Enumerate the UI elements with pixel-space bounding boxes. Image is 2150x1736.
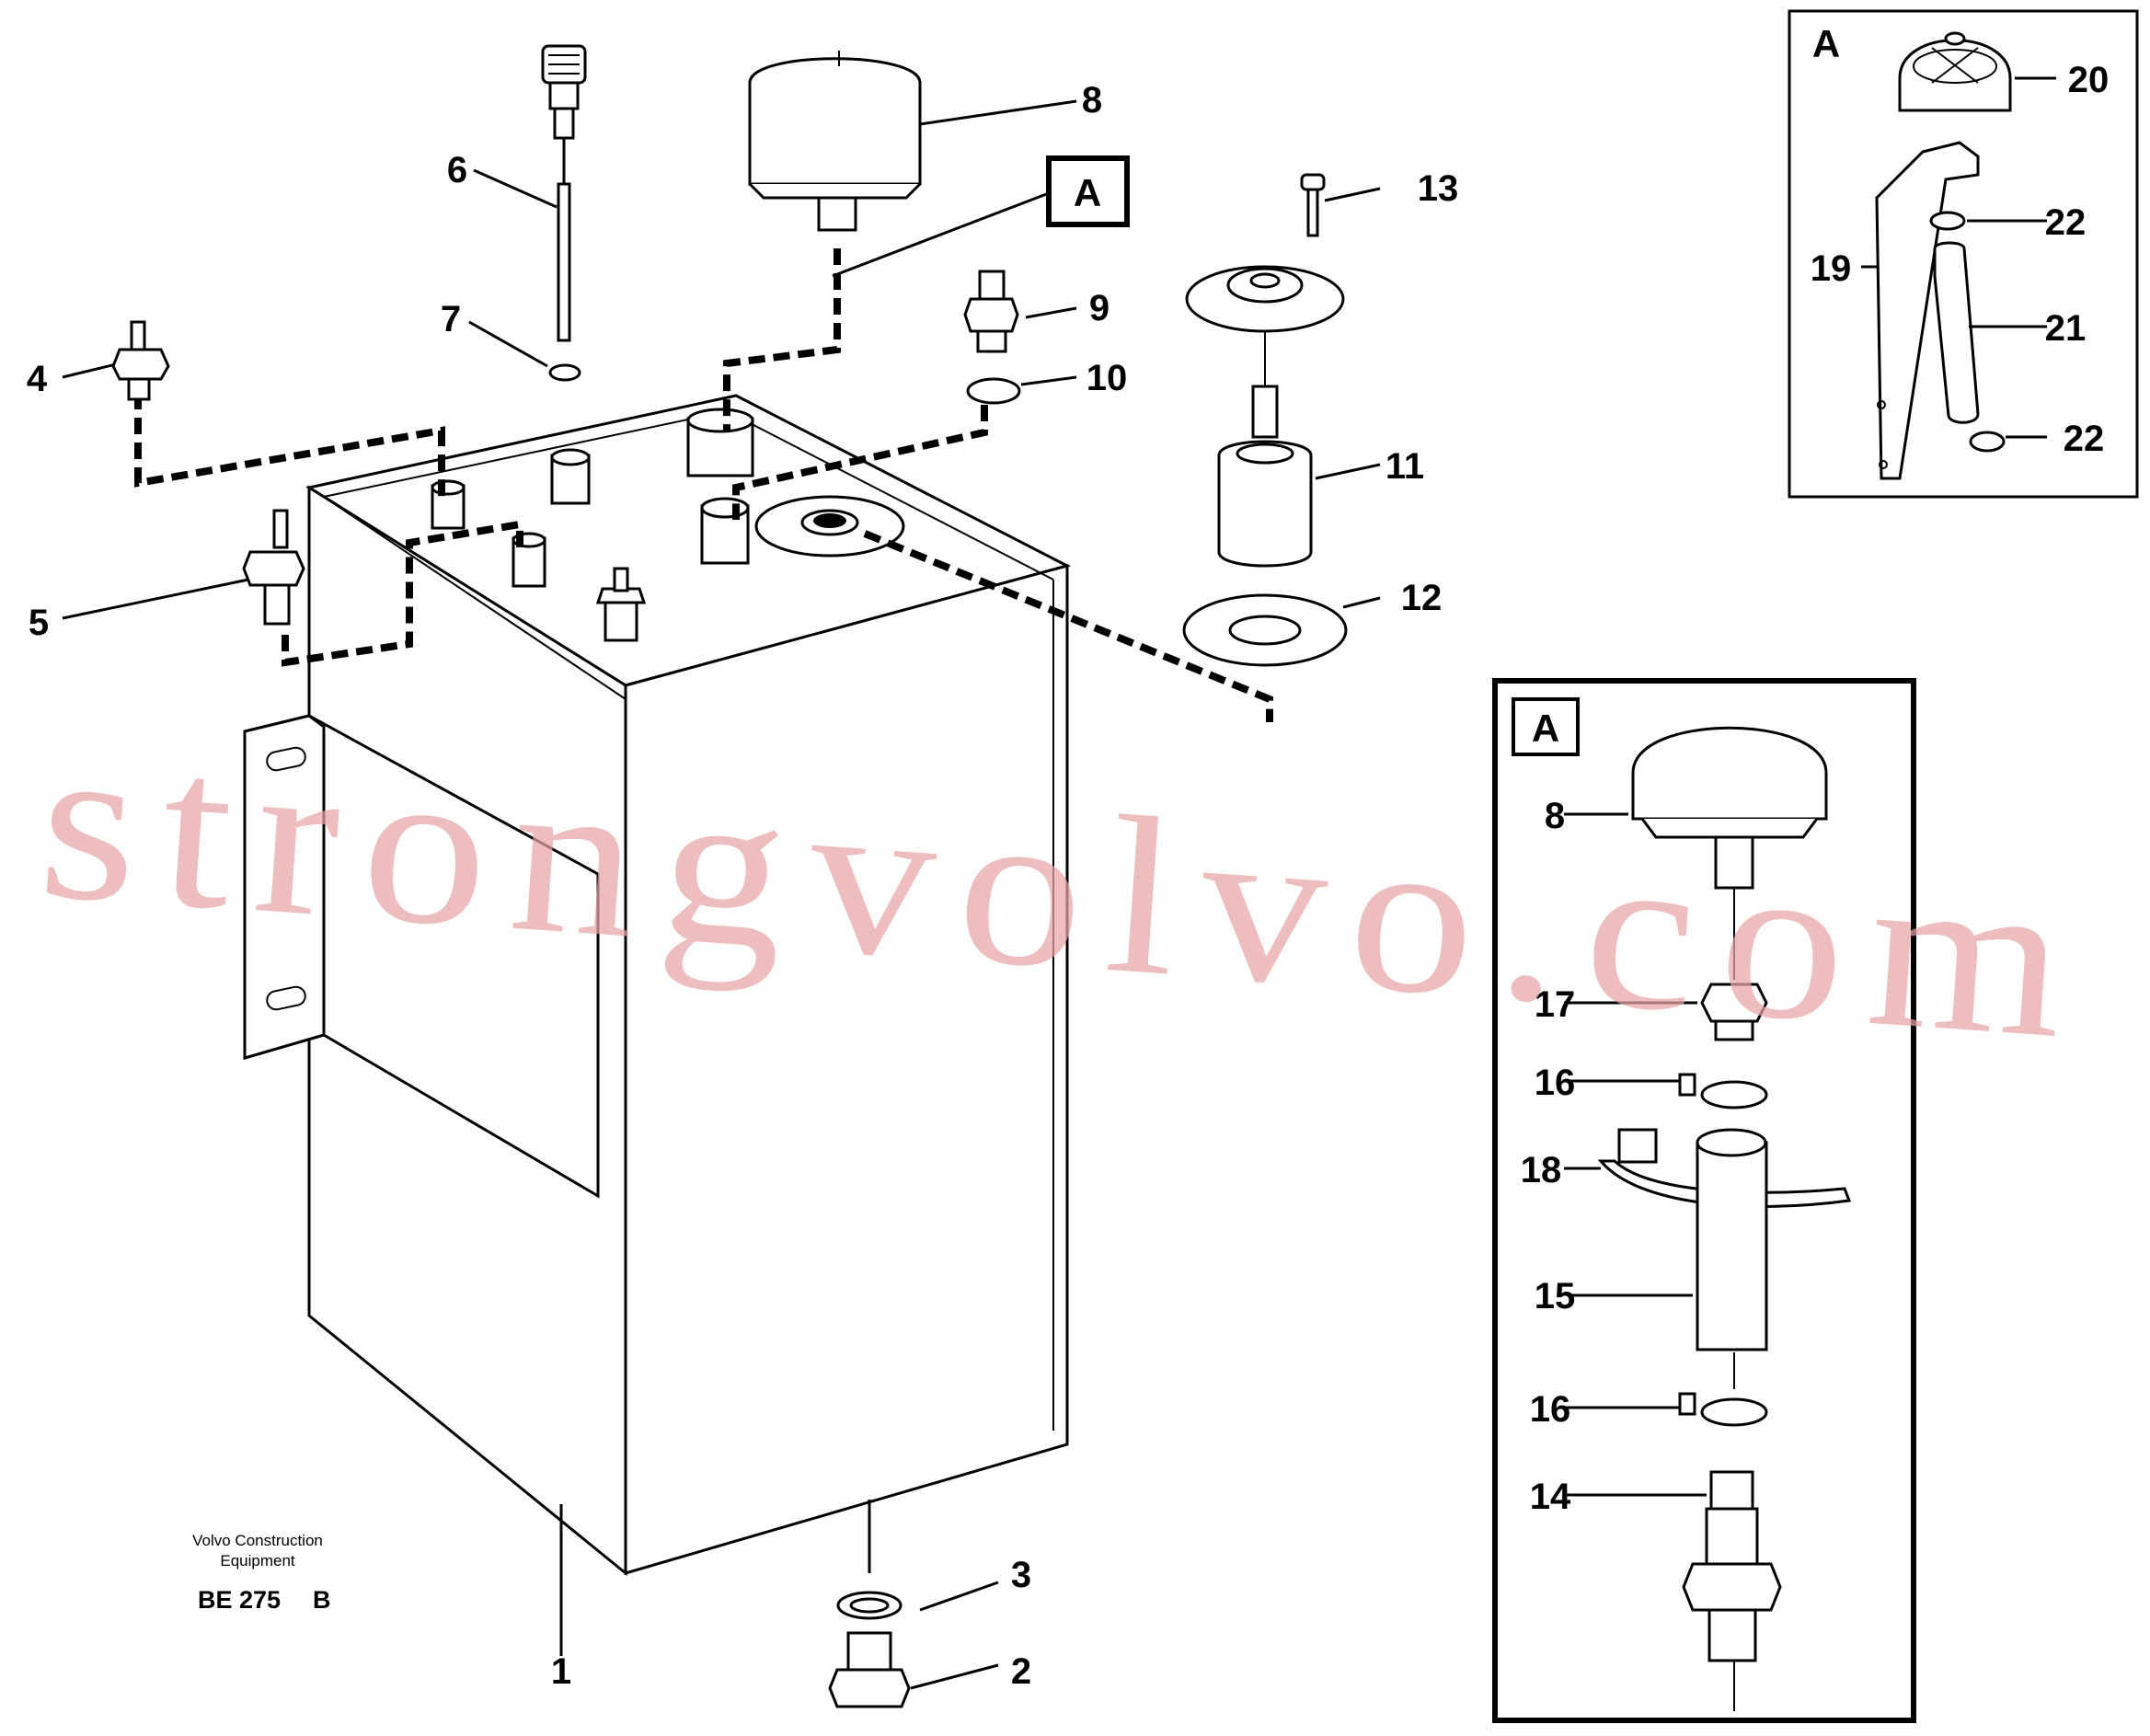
part-4-fitting xyxy=(111,320,170,401)
detail-box-top: A 19 20 21 22 22 xyxy=(1788,9,2139,499)
part-13-screw xyxy=(1300,173,1326,237)
mounting-bracket xyxy=(243,714,600,1199)
callout-16-bottom: 16 xyxy=(1530,1389,1571,1430)
credit-line-2: Equipment xyxy=(220,1552,295,1569)
callout-14: 14 xyxy=(1530,1477,1571,1517)
callout-11: 11 xyxy=(1385,446,1424,487)
callout-10: 10 xyxy=(1086,358,1128,398)
callout-9: 9 xyxy=(1089,288,1109,328)
callout-21: 21 xyxy=(2045,308,2087,349)
callout-19: 19 xyxy=(1811,248,1852,289)
part-10-washer xyxy=(966,377,1021,405)
part-3-washer xyxy=(836,1591,903,1620)
callout-20: 20 xyxy=(2068,60,2110,100)
part-8-breather-cap xyxy=(748,51,922,232)
callout-17: 17 xyxy=(1535,984,1576,1025)
drawing-revision: B xyxy=(313,1586,331,1614)
callout-7: 7 xyxy=(441,299,461,339)
detail-right-label: A xyxy=(1532,707,1559,750)
callout-2: 2 xyxy=(1011,1651,1031,1692)
leader-lines xyxy=(62,99,1381,1690)
callout-18: 18 xyxy=(1521,1150,1562,1190)
callout-numbers: 1 2 3 4 5 6 7 8 9 10 11 12 13 xyxy=(27,80,1458,1692)
detail-ref-label: A xyxy=(1074,171,1101,214)
assembly-dash-lines xyxy=(134,248,1273,722)
callout-3: 3 xyxy=(1011,1555,1031,1595)
tank-top-ports xyxy=(431,408,905,642)
callout-1: 1 xyxy=(551,1651,571,1692)
callout-detail-8: 8 xyxy=(1545,796,1565,836)
part-7-washer xyxy=(548,363,581,382)
callout-8: 8 xyxy=(1082,80,1102,121)
part-6-level-gauge xyxy=(541,44,587,342)
detail-box-right: A 8 17 16 18 15 16 14 xyxy=(1492,678,1916,1723)
credit-block: Volvo Construction Equipment BE 275 B xyxy=(192,1532,330,1614)
callout-16-top: 16 xyxy=(1535,1063,1576,1103)
callout-22-top: 22 xyxy=(2045,202,2087,243)
part-11-level-switch xyxy=(1185,265,1345,568)
detail-ref-box: A xyxy=(1046,155,1130,227)
callout-5: 5 xyxy=(29,603,49,643)
part-2-drain-plug xyxy=(828,1631,911,1708)
callout-12: 12 xyxy=(1401,578,1443,618)
part-12-gasket xyxy=(1182,593,1348,667)
drawing-code: BE 275 xyxy=(198,1586,281,1614)
callout-15: 15 xyxy=(1535,1276,1576,1316)
part-9-fitting xyxy=(963,270,1019,353)
part-5-fitting xyxy=(242,509,305,626)
callout-22-bottom: 22 xyxy=(2064,419,2105,459)
detail-top-label: A xyxy=(1812,22,1840,65)
callout-13: 13 xyxy=(1418,168,1459,209)
credit-line-1: Volvo Construction xyxy=(192,1532,323,1549)
callout-4: 4 xyxy=(27,359,48,399)
callout-6: 6 xyxy=(447,150,467,190)
